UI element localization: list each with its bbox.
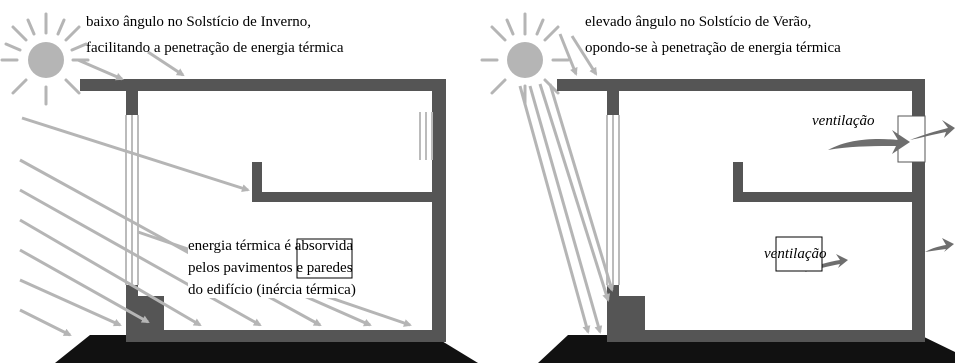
sun-rays-right: [518, 33, 615, 334]
note-line2: pelos pavimentos e paredes: [188, 260, 353, 276]
ventilation-label-top: ventilação: [812, 113, 875, 129]
window-left: [125, 115, 139, 285]
highlight-box-left: [296, 238, 353, 279]
caption-right-line1: elevado ângulo no Solstício de Verão,: [585, 14, 811, 30]
sun-icon-right: [480, 12, 570, 106]
caption-right-line2: opondo-se à penetração de energia térmic…: [585, 40, 841, 56]
wind-arrow-in: [828, 130, 910, 154]
wind-arrow-outer: [925, 238, 954, 252]
note-line3: do edifício (inércia térmica): [188, 282, 356, 298]
window-right-left-panel: [419, 112, 433, 160]
ventilation-box: [775, 236, 823, 272]
ventilation-label-inner: ventilação: [764, 246, 827, 262]
wind-arrow-out: [910, 120, 955, 140]
building-left: [80, 79, 446, 342]
caption-left-line1: baixo ângulo no Solstício de Inverno,: [86, 14, 311, 30]
caption-left-line2: facilitando a penetração de energia térm…: [86, 40, 344, 56]
note-line1: energia térmica é absorvida: [188, 238, 353, 254]
sun-icon-left: [0, 12, 90, 106]
summer-panel: elevado ângulo no Solstício de Verão, op…: [480, 12, 955, 363]
winter-panel: baixo ângulo no Solstício de Inverno, fa…: [0, 12, 478, 363]
building-right: [557, 79, 925, 342]
window-left-right-panel: [606, 115, 620, 285]
